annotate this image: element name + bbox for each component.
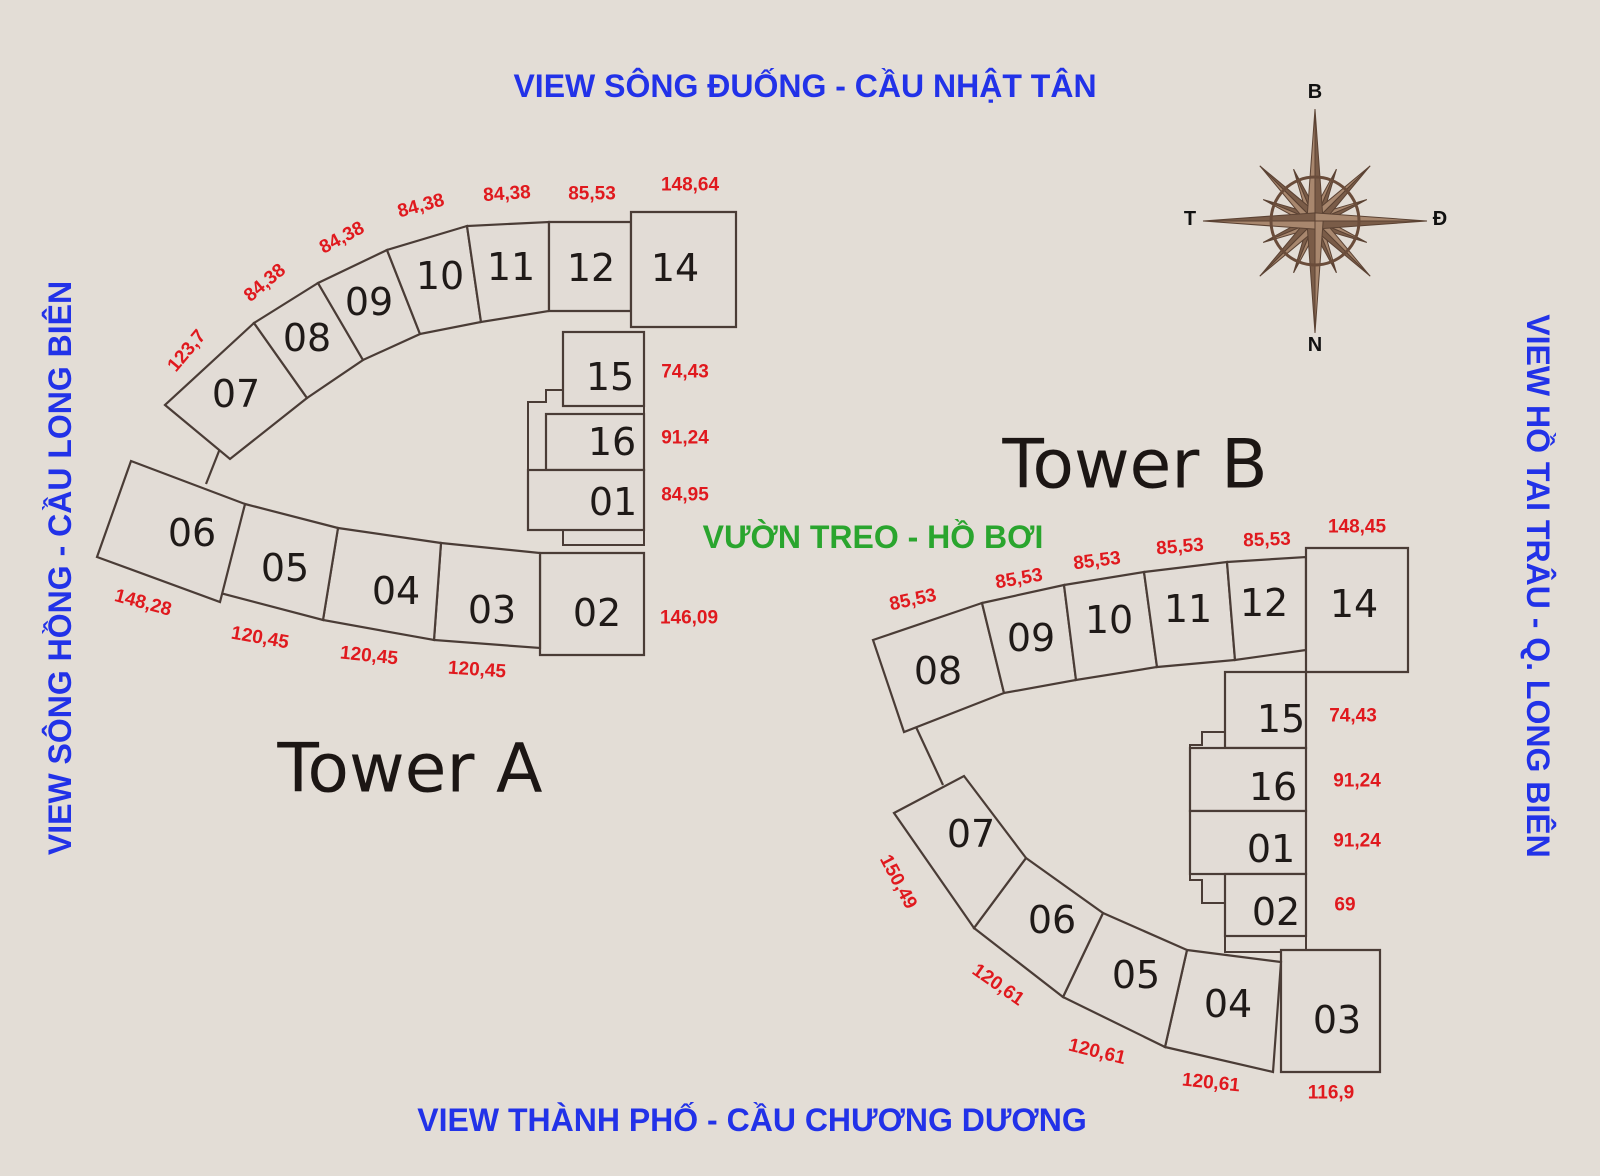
tower-a-connector [204,445,223,485]
tower-b-unit-16-label: 16 [1249,765,1297,809]
tower-b-unit-01-label: 01 [1247,827,1295,871]
compass-south-label: N [1308,334,1322,356]
view-label-left: VIEW SÔNG HỒNG - CẦU LONG BIÊN [42,281,78,855]
tower-b-unit-02-label: 02 [1252,890,1300,934]
tower-b-unit-03-area: 116,9 [1308,1083,1355,1104]
tower-b-unit-15-label: 15 [1257,697,1305,741]
tower-a-unit-06 [95,459,247,604]
compass-ring [1269,175,1361,267]
compass-rose-icon: B N T Đ [1184,81,1447,356]
tower-b-unit-14-label: 14 [1330,582,1378,626]
view-label-bottom: VIEW THÀNH PHỐ - CẦU CHƯƠNG DƯƠNG [417,1102,1086,1138]
tower-b-plan: 08 09 10 11 12 14 15 16 01 02 03 04 05 0… [871,517,1410,1104]
tower-b-unit-15-area: 74,43 [1329,706,1377,727]
garden-pool-label: VƯỜN TREO - HỒ BƠI [703,519,1044,555]
tower-a-unit-09-label: 09 [345,280,393,324]
compass-arms [1202,108,1428,334]
tower-b-connector [915,726,944,786]
tower-a-unit-14-label: 14 [651,246,699,290]
view-label-top: VIEW SÔNG ĐUỐNG - CẦU NHẬT TÂN [513,68,1096,104]
tower-a-unit-01-label: 01 [589,480,637,524]
tower-b-unit-07-label: 07 [947,812,995,856]
tower-b-unit-16-area: 91,24 [1333,771,1381,792]
tower-b-unit-16 [1188,746,1308,813]
tower-b-unit-02 [1223,872,1308,938]
tower-a-unit-04-label: 04 [372,569,420,613]
tower-b-unit-11-label: 11 [1164,587,1212,631]
compass-east-label: Đ [1433,208,1447,230]
compass-north-label: B [1308,81,1322,103]
tower-a-unit-06-label: 06 [168,511,216,555]
tower-a-unit-01-area: 84,95 [661,485,709,506]
tower-b-title: Tower B [1001,426,1267,505]
tower-a-unit-12-label: 12 [567,246,615,290]
tower-a-unit-02-area: 146,09 [660,608,718,629]
tower-a-unit-02-label: 02 [573,591,621,635]
compass-ray-dark [1202,212,1316,222]
tower-a-unit-16-area: 91,24 [661,428,709,449]
tower-b-unit-10-label: 10 [1085,598,1133,642]
tower-a-unit-15-area: 74,43 [661,362,709,383]
tower-b-unit-12-area: 85,53 [1243,529,1291,552]
tower-a-unit-10-label: 10 [416,254,464,298]
tower-a-unit-15-label: 15 [586,355,634,399]
tower-b-unit-14-area: 148,45 [1328,517,1387,538]
tower-a-unit-11-area: 84,38 [483,182,532,206]
tower-a-unit-12-area: 85,53 [568,184,616,205]
tower-b-unit-04-label: 04 [1204,982,1252,1026]
tower-b-unit-12-label: 12 [1240,581,1288,625]
tower-b-unit-14 [1304,546,1410,674]
tower-b-unit-02-area: 69 [1334,895,1355,916]
tower-b-unit-09-label: 09 [1007,616,1055,660]
view-label-right: VIEW HỒ TAI TRÂU - Q. LONG BIÊN [1520,314,1556,857]
tower-b-unit-03 [1279,948,1382,1074]
tower-a-unit-05-label: 05 [261,546,309,590]
tower-a-title: Tower A [276,730,542,809]
tower-a-unit-15 [561,330,646,408]
tower-a-unit-01 [526,468,646,532]
tower-b-unit-03-label: 03 [1313,998,1361,1042]
tower-b-unit-11-area: 85,53 [1155,534,1204,559]
tower-b-unit-08-label: 08 [914,649,962,693]
tower-a-unit-14 [629,210,738,329]
tower-a-unit-14-area: 148,64 [661,175,720,196]
tower-a-unit-11-label: 11 [487,245,535,289]
tower-a-unit-03-label: 03 [468,588,516,632]
tower-a-unit-08-label: 08 [283,316,331,360]
tower-b-unit-06-label: 06 [1028,898,1076,942]
compass-west-label: T [1184,208,1196,230]
tower-a-unit-03-area: 120,45 [447,657,507,682]
tower-a-unit-07-label: 07 [212,372,260,416]
tower-b-unit-01-area: 91,24 [1333,831,1381,852]
tower-a-unit-16-label: 16 [588,420,636,464]
tower-b-unit-15 [1223,670,1308,750]
tower-b-unit-01 [1188,809,1308,876]
tower-b-unit-07 [892,774,1028,930]
tower-b-unit-05-label: 05 [1112,953,1160,997]
